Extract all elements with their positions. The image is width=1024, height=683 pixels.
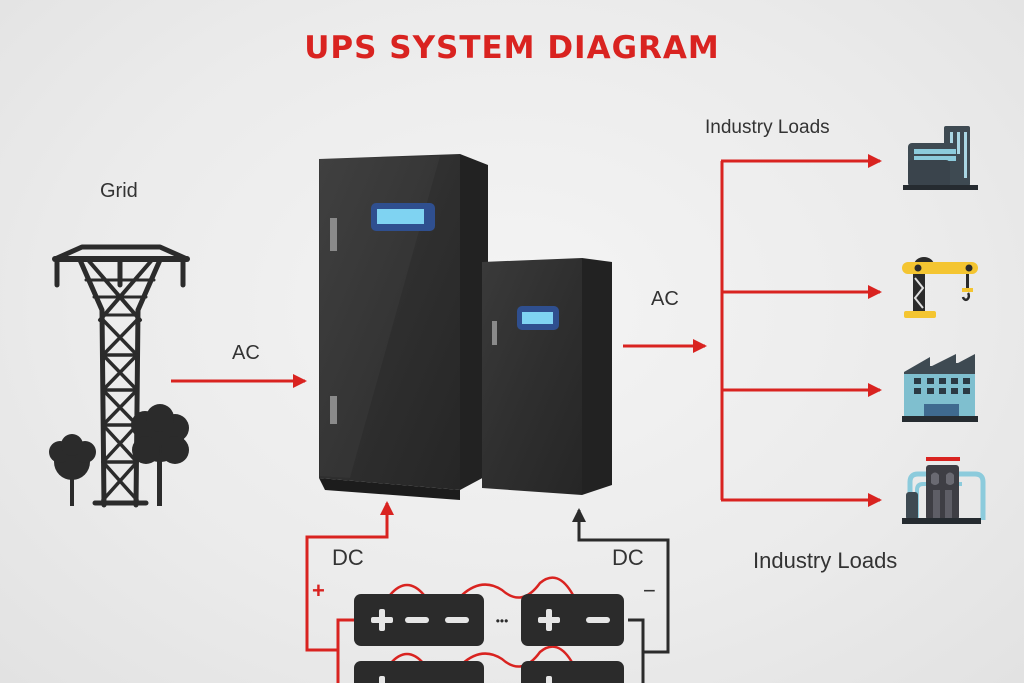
negative-sign: − [643, 578, 656, 603]
ups-door-handle [492, 321, 497, 345]
ac-output-label: AC [651, 288, 679, 310]
ups-door-handle [330, 218, 337, 251]
industry-loads-top-label: Industry Loads [705, 117, 830, 138]
battery-ellipsis: ••• [496, 614, 509, 628]
dc-left-label: DC [332, 545, 364, 570]
distribution-bus [720, 154, 882, 507]
dc-right-label: DC [612, 545, 644, 570]
dc-positive-line [305, 503, 387, 683]
ups-cabinet-large [319, 154, 488, 500]
ac-input-label: AC [232, 342, 260, 364]
factory-icon [902, 354, 978, 422]
battery-cell [521, 661, 624, 683]
ups-door-handle [330, 396, 337, 424]
page-title: UPS SYSTEM DIAGRAM [304, 30, 720, 66]
grid-label: Grid [100, 180, 138, 202]
industry-loads-bottom-label: Industry Loads [753, 548, 898, 573]
ups-cabinet-small [482, 258, 612, 495]
office-building-icon [903, 126, 978, 190]
positive-sign: + [312, 578, 325, 603]
crane-icon [902, 257, 978, 318]
battery-bank-icon [354, 576, 624, 683]
tree-icon [49, 404, 189, 506]
battery-cell [354, 661, 484, 683]
power-plant-icon [902, 457, 986, 524]
dc-negative-line [579, 510, 670, 683]
battery-cell [521, 594, 624, 646]
